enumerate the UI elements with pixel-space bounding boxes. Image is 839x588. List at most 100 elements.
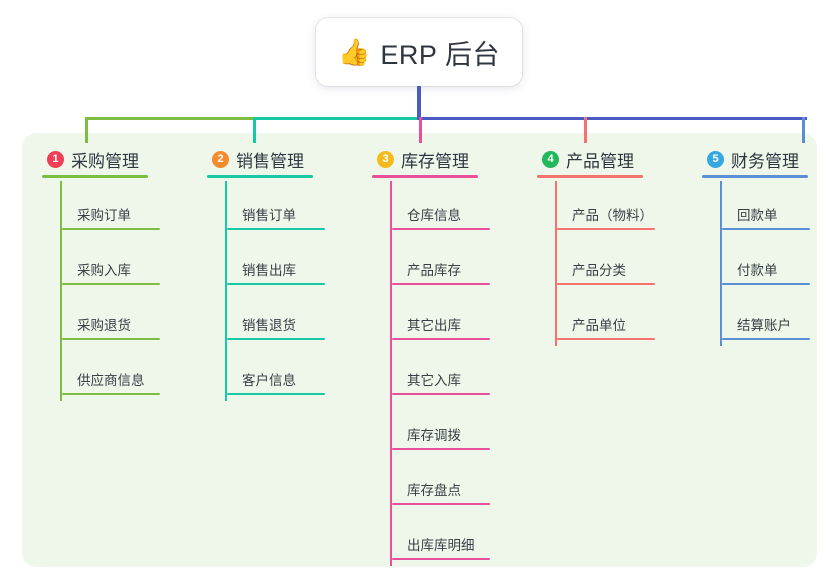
leaf-underline [392,393,490,395]
leaf-label: 销售退货 [242,318,296,333]
branch-leaf-list-4: 产品（物料） 产品分类产品单位 [537,181,687,346]
branch-leaf-list-5: 回款单付款单结算账户 [702,181,839,346]
leaf-underline [392,448,490,450]
leaf-underline [392,558,490,560]
branch-header-4[interactable]: 4 产品管理 [537,146,687,178]
branch-drop-2 [253,117,256,143]
root-node-erp-backend[interactable]: 👍 ERP 后台 [316,18,522,86]
leaf-label: 其它入库 [407,373,461,388]
leaf-underline [722,283,810,285]
branch-spine-1 [60,181,62,401]
leaf-label: 采购退货 [77,318,131,333]
leaf-node[interactable]: 产品分类 [555,236,687,291]
branch-4-产品管理: 4 产品管理产品（物料） 产品分类产品单位 [537,146,687,346]
branch-leaf-list-2: 销售订单销售出库销售退货客户信息 [207,181,357,401]
leaf-label: 客户信息 [242,373,296,388]
branch-drop-1 [85,117,88,143]
leaf-label: 采购订单 [77,208,131,223]
root-stem-connector [417,86,421,120]
branch-5-财务管理: 5 财务管理回款单付款单结算账户 [702,146,839,346]
leaf-label: 其它出库 [407,318,461,333]
leaf-underline [722,338,810,340]
branch-number-badge-2: 2 [212,150,229,168]
leaf-node[interactable]: 回款单 [720,181,839,236]
branch-title-5: 财务管理 [731,151,799,171]
leaf-node[interactable]: 销售订单 [225,181,357,236]
leaf-node[interactable]: 产品单位 [555,291,687,346]
trunk-segment-blue [419,117,807,120]
leaf-node[interactable]: 供应商信息 [60,346,192,401]
trunk-segment-teal [253,117,421,120]
branch-drop-3 [419,117,422,143]
leaf-underline [227,283,325,285]
root-node-title: ERP 后台 [380,39,500,70]
branch-spine-5 [720,181,722,346]
branch-title-2: 销售管理 [236,151,304,171]
branch-header-2[interactable]: 2 销售管理 [207,146,357,178]
leaf-underline [62,283,160,285]
leaf-node[interactable]: 其它出库 [390,291,522,346]
leaf-label: 产品库存 [407,263,461,278]
leaf-underline [557,338,655,340]
leaf-node[interactable]: 库存调拨 [390,401,522,456]
leaf-underline [392,228,490,230]
leaf-underline [62,338,160,340]
branch-underline-4 [537,175,643,178]
leaf-underline [227,338,325,340]
branch-number-badge-1: 1 [47,150,64,168]
branches-background-panel [22,133,817,567]
leaf-node[interactable]: 产品（物料） [555,181,687,236]
leaf-label: 产品分类 [572,263,626,278]
leaf-node[interactable]: 仓库信息 [390,181,522,236]
branch-leaf-list-1: 采购订单采购入库采购退货供应商信息 [42,181,192,401]
leaf-node[interactable]: 出库库明细 [390,511,522,566]
branch-number-badge-3: 3 [377,150,394,168]
leaf-node[interactable]: 采购退货 [60,291,192,346]
branch-number-badge-4: 4 [542,150,559,168]
leaf-underline [227,228,325,230]
leaf-underline [62,393,160,395]
leaf-underline [722,228,810,230]
branch-header-5[interactable]: 5 财务管理 [702,146,839,178]
branch-spine-4 [555,181,557,346]
branch-underline-2 [207,175,313,178]
trunk-segment-green [85,117,255,120]
leaf-node[interactable]: 销售出库 [225,236,357,291]
branch-underline-3 [372,175,478,178]
leaf-node[interactable]: 付款单 [720,236,839,291]
leaf-label: 付款单 [737,263,778,278]
leaf-label: 产品（物料） [572,208,653,223]
leaf-node[interactable]: 采购订单 [60,181,192,236]
leaf-label: 销售订单 [242,208,296,223]
leaf-node[interactable]: 产品库存 [390,236,522,291]
leaf-label: 出库库明细 [407,538,475,553]
leaf-underline [557,228,655,230]
leaf-node[interactable]: 库存盘点 [390,456,522,511]
branch-number-badge-5: 5 [707,150,724,168]
thumbs-up-icon: 👍 [338,37,371,67]
leaf-label: 结算账户 [737,318,791,333]
branch-2-销售管理: 2 销售管理销售订单销售出库销售退货客户信息 [207,146,357,401]
leaf-label: 产品单位 [572,318,626,333]
branch-spine-3 [390,181,392,566]
leaf-node[interactable]: 其它入库 [390,346,522,401]
leaf-underline [392,503,490,505]
leaf-underline [227,393,325,395]
branch-drop-4 [584,117,587,143]
leaf-label: 库存盘点 [407,483,461,498]
leaf-underline [62,228,160,230]
leaf-label: 库存调拨 [407,428,461,443]
leaf-node[interactable]: 销售退货 [225,291,357,346]
branch-title-4: 产品管理 [566,151,634,171]
branch-underline-5 [702,175,808,178]
leaf-underline [392,338,490,340]
leaf-node[interactable]: 采购入库 [60,236,192,291]
branch-leaf-list-3: 仓库信息产品库存其它出库其它入库库存调拨库存盘点出库库明细 [372,181,522,566]
leaf-node[interactable]: 结算账户 [720,291,839,346]
leaf-label: 采购入库 [77,263,131,278]
branch-drop-5 [802,117,805,143]
leaf-node[interactable]: 客户信息 [225,346,357,401]
